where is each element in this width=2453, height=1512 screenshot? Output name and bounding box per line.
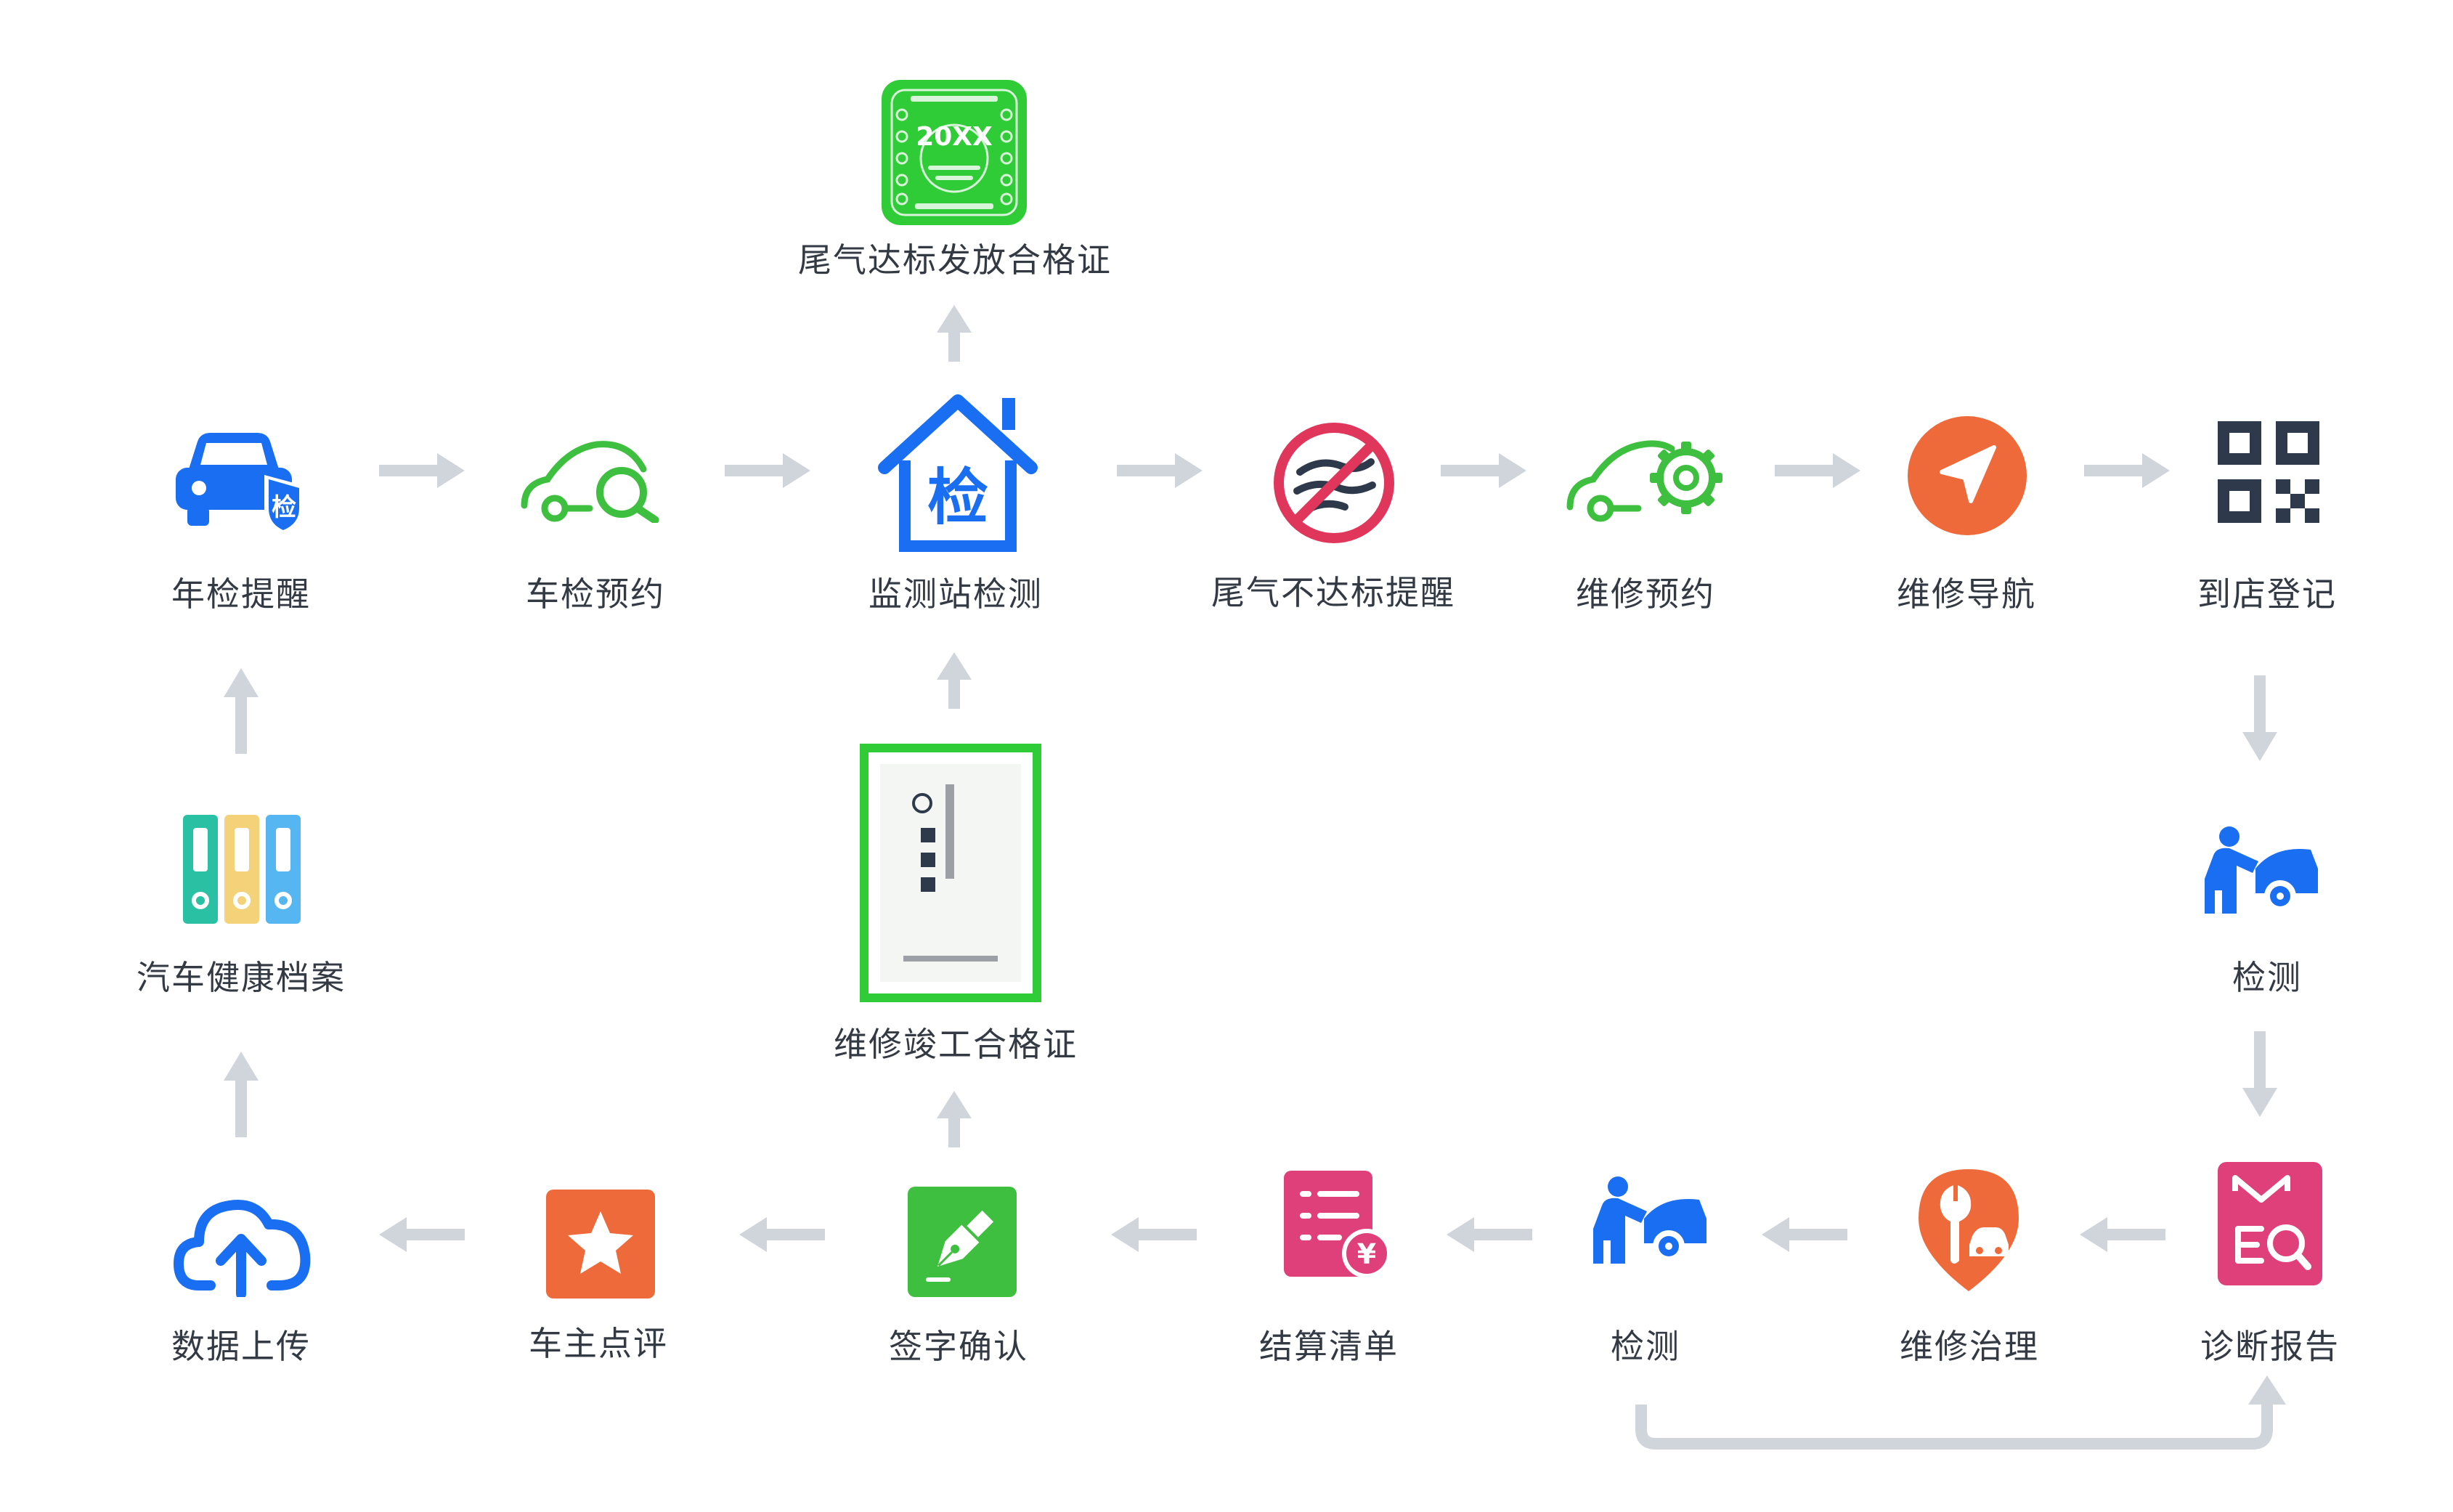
arrow-right [1441,449,1528,492]
arrow-down [2238,675,2282,763]
arrow-right [1775,449,1862,492]
arrow-right [2084,449,2171,492]
label-diagnosis-report: 诊断报告 [2200,1327,2340,1366]
car-gear-icon [1566,427,1725,524]
pen-icon [908,1187,1017,1297]
arrow-up [932,304,976,362]
arrow-left [1445,1213,1532,1256]
car-badge-icon: 检 [168,427,306,536]
arrow-right [379,449,466,492]
no-exhaust-icon [1272,421,1396,545]
binders-icon [183,815,301,924]
mechanic-car-icon [1593,1171,1709,1272]
label-data-upload: 数据上传 [171,1327,311,1366]
loop-back-connector [1627,1373,2295,1460]
label-station-inspection: 监测站检测 [868,574,1043,614]
label-inspection-booking: 车检预约 [526,574,665,614]
label-repair-booking: 维修预约 [1576,574,1715,614]
label-annual-reminder: 年检提醒 [171,574,311,614]
arrow-up [932,651,976,709]
cloud-upload-icon [173,1191,311,1297]
certificate-document-icon [860,744,1041,1002]
green-emission-sticker-icon: 20XX [882,80,1027,225]
label-sign-confirm: 签字确认 [889,1327,1028,1366]
bill-list-icon: ¥ [1284,1171,1393,1280]
label-inspection-bottom: 检测 [1611,1327,1680,1366]
report-search-icon [2218,1162,2322,1285]
arrow-left [738,1213,825,1256]
arrow-left [2078,1213,2165,1256]
label-completion-cert: 维修竣工合格证 [834,1025,1078,1064]
yen-symbol: ¥ [1357,1238,1376,1270]
label-settlement: 结算清单 [1259,1327,1399,1366]
label-inspection-right: 检测 [2232,958,2302,997]
label-repair-navigation: 维修导航 [1897,574,2036,614]
navigation-arrow-icon [1905,414,2029,537]
label-health-records: 汽车健康档案 [137,958,346,997]
arrow-left [378,1213,465,1256]
cert-year-text: 20XX [916,122,993,152]
arrow-left [1760,1213,1847,1256]
arrow-up [219,1050,263,1137]
wrench-pin-icon [1914,1166,2023,1294]
label-owner-review: 车主点评 [529,1324,668,1363]
qr-code-icon [2218,421,2319,523]
label-repair-treatment: 维修治理 [1900,1327,2039,1366]
mechanic-car-icon [2205,821,2321,922]
label-store-checkin: 到店登记 [2197,574,2337,614]
arrow-left [1110,1213,1197,1256]
arrow-up [932,1089,976,1147]
arrow-right [725,449,812,492]
car-magnifier-icon [520,428,665,523]
arrow-down [2238,1031,2282,1118]
house-icon: 检 [874,391,1041,552]
label-exhaust-alert: 尾气不达标提醒 [1211,573,1455,612]
station-char: 检 [927,462,988,533]
label-exhaust-cert: 尾气达标发放合格证 [798,240,1112,280]
reminder-char: 检 [272,493,296,522]
star-icon [546,1190,655,1298]
arrow-right [1117,449,1204,492]
arrow-up [219,667,263,754]
